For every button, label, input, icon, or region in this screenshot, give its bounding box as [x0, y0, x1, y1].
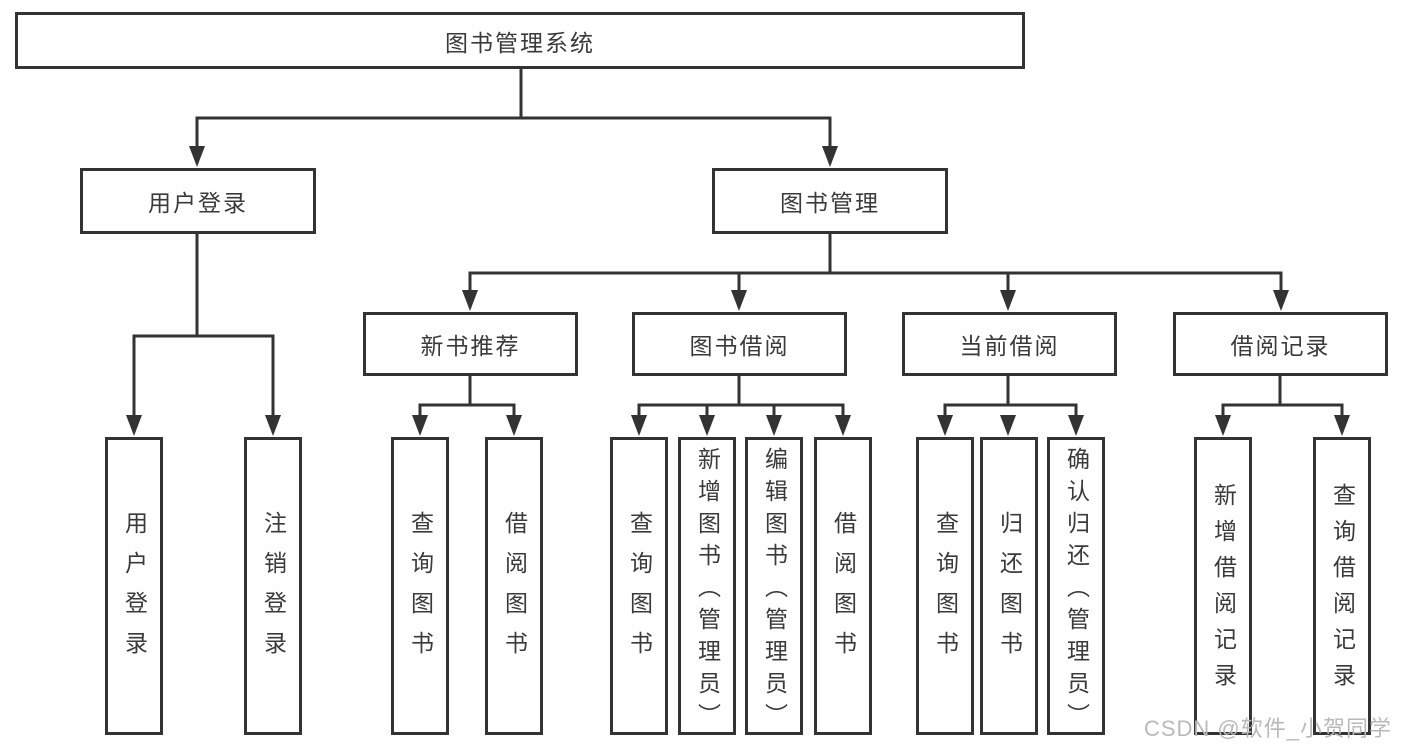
- node-user-login: 用户登录: [80, 168, 316, 234]
- leaf-label: 新增图书（管理员）: [694, 447, 721, 735]
- leaf-confirm-return-admin: 确认归还（管理员）: [1047, 437, 1105, 735]
- node-new-book-recommendation: 新书推荐: [363, 312, 578, 376]
- node-book-management: 图书管理: [712, 168, 948, 234]
- leaf-label: 用户登录: [121, 511, 148, 671]
- node-current-borrowing: 当前借阅: [902, 312, 1117, 376]
- leaf-add-borrow-record: 新增借阅记录: [1194, 437, 1252, 735]
- node-library-management-system: 图书管理系统: [15, 12, 1025, 69]
- leaf-return-books: 归还图书: [980, 437, 1038, 735]
- node-borrowing-records: 借阅记录: [1173, 312, 1388, 376]
- leaf-query-books-current: 查询图书: [916, 437, 974, 735]
- leaf-label: 归还图书: [996, 511, 1023, 671]
- leaf-add-book-admin: 新增图书（管理员）: [678, 437, 736, 735]
- arrowheads: [126, 146, 1350, 436]
- leaf-label: 查询图书: [407, 511, 434, 671]
- leaf-label: 注销登录: [260, 511, 287, 671]
- watermark: CSDN @软件_小贺同学: [1143, 716, 1392, 741]
- node-book-borrowing: 图书借阅: [632, 312, 847, 376]
- leaf-query-books-borrow: 查询图书: [610, 437, 668, 735]
- leaf-query-books-recommend: 查询图书: [391, 437, 449, 735]
- leaf-label: 借阅图书: [830, 511, 857, 671]
- leaf-label: 查询图书: [932, 511, 959, 671]
- leaf-edit-book-admin: 编辑图书（管理员）: [745, 437, 803, 735]
- leaf-query-borrow-record: 查询借阅记录: [1313, 437, 1371, 735]
- leaf-borrow-books-recommend: 借阅图书: [485, 437, 543, 735]
- leaf-borrow-books: 借阅图书: [814, 437, 872, 735]
- leaf-label: 查询图书: [626, 511, 653, 671]
- leaf-user-login: 用户登录: [105, 437, 163, 735]
- leaf-label: 新增借阅记录: [1210, 483, 1237, 699]
- leaf-logout: 注销登录: [244, 437, 302, 735]
- leaf-label: 查询借阅记录: [1329, 483, 1356, 699]
- leaf-label: 借阅图书: [501, 511, 528, 671]
- leaf-label: 确认归还（管理员）: [1063, 447, 1090, 735]
- leaf-label: 编辑图书（管理员）: [761, 447, 788, 735]
